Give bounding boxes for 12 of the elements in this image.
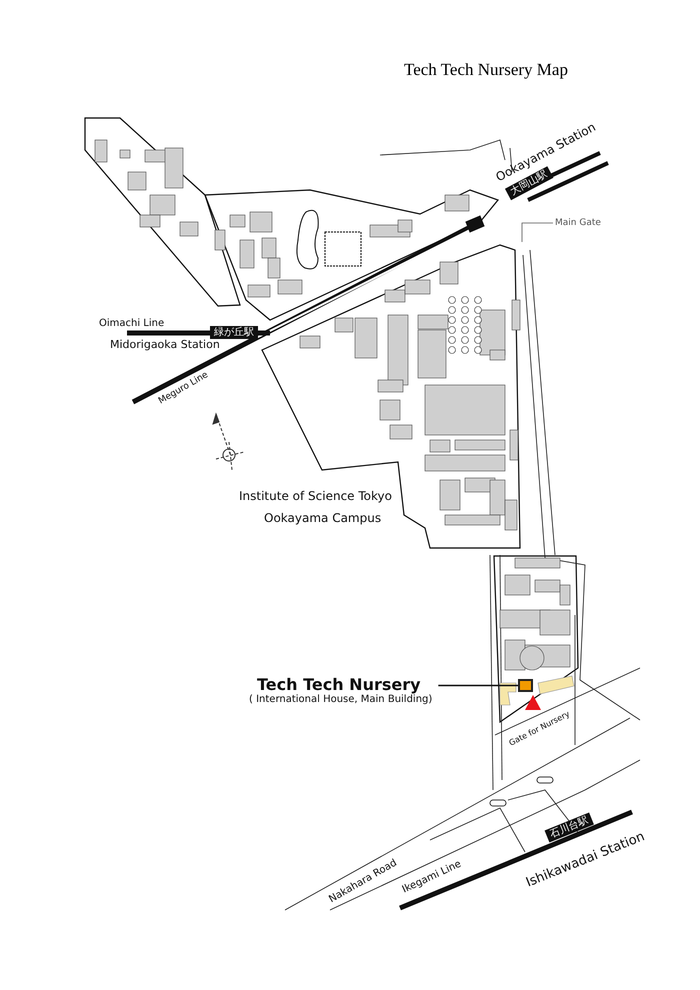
facility-note: ( International House, Main Building) [249,694,432,705]
campus-name: Institute of Science Tokyo [239,490,392,504]
facility-name: Tech Tech Nursery [257,675,422,694]
leader-line [522,222,554,242]
railway-line-name: Oimachi Line [99,318,164,329]
leader-line [438,684,518,686]
station-name: Midorigaoka Station [110,339,220,352]
building-marker [518,679,533,692]
gate-label: Main Gate [555,218,601,228]
campus-name: Ookayama Campus [264,512,382,526]
station-sign: 緑が丘駅 [210,326,258,339]
map-title: Tech Tech Nursery Map [404,60,568,80]
